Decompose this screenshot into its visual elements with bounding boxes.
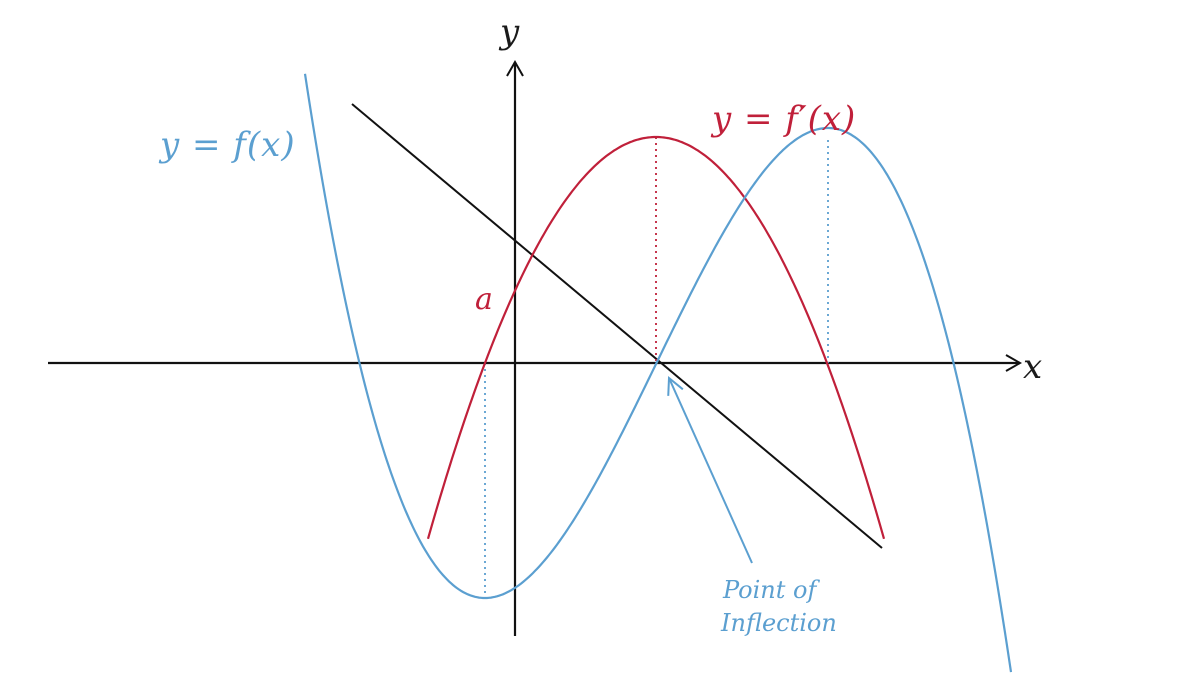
- f-curve: [303, 73, 1013, 673]
- fprime-curve-label: y = f′(x): [710, 99, 856, 139]
- x-axis-label: x: [1023, 347, 1042, 387]
- tangent-line: [351, 103, 883, 549]
- annotation-line-1: Point of: [722, 576, 820, 604]
- inflection-arrow: [667, 375, 753, 564]
- f-curve-label: y = f(x): [158, 125, 296, 165]
- fprime-curve: [426, 135, 886, 540]
- intercept-label: a: [475, 282, 493, 317]
- annotation-line-2: Inflection: [720, 609, 837, 637]
- y-axis-label: y: [498, 12, 520, 52]
